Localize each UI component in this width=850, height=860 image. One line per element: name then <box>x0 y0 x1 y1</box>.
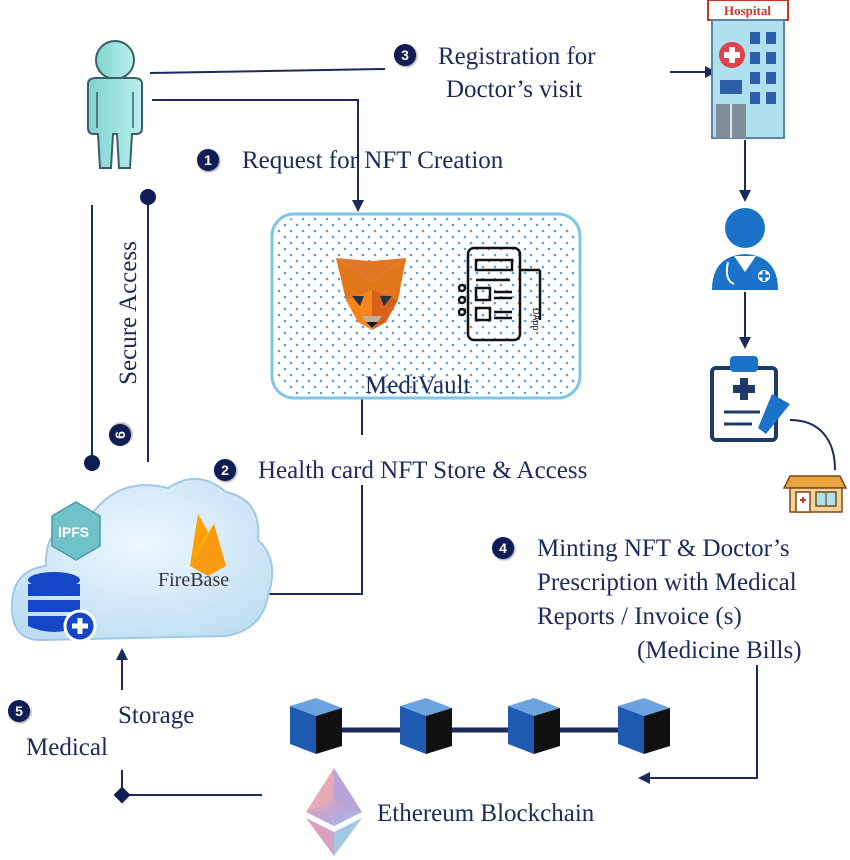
health-card-label: Health card NFT Store & Access <box>258 457 588 484</box>
registration-label-line2: Doctor’s visit <box>446 76 583 103</box>
ethereum-blockchain-label: Ethereum Blockchain <box>377 800 595 827</box>
firebase-label: FireBase <box>158 569 229 591</box>
patient-to-registration-line <box>149 68 386 74</box>
secure-access-dot-top <box>140 189 156 205</box>
blockchain-icon <box>290 698 670 754</box>
pharmacy-icon <box>782 475 848 513</box>
ethereum-icon <box>306 768 362 856</box>
connectors <box>91 66 836 796</box>
block-3 <box>508 698 560 754</box>
minting-label-line3: Reports / Invoice (s) <box>537 603 742 630</box>
step-badge-4: 4 <box>492 537 514 559</box>
minting-label-line2: Prescription with Medical <box>537 569 797 596</box>
block-4 <box>618 698 670 754</box>
request-nft-label: Request for NFT Creation <box>242 147 504 174</box>
dapp-label: DApp <box>531 308 541 331</box>
step-badge-1: 1 <box>197 149 219 171</box>
clipboard-icon <box>710 356 790 442</box>
hospital-sign-label: Hospital <box>724 3 771 18</box>
ipfs-label: IPFS <box>58 524 89 540</box>
block-2 <box>400 698 452 754</box>
step-badge-3: 3 <box>394 44 416 66</box>
step-badge-2: 2 <box>214 459 236 481</box>
block-1 <box>290 698 342 754</box>
medical-label: Medical <box>26 734 108 761</box>
firebase-icon <box>190 514 226 576</box>
medical-storage-line <box>121 770 262 796</box>
minting-label-line4: (Medicine Bills) <box>637 637 802 664</box>
hospital-icon <box>707 0 789 139</box>
store-to-firebase-arrow <box>256 485 363 600</box>
dapp-icon <box>457 246 542 342</box>
metamask-fox-icon <box>336 258 406 330</box>
database-icon <box>28 572 97 643</box>
patient-to-medivault-arrow <box>152 99 364 212</box>
patient-icon <box>87 40 143 169</box>
secure-access-label: Secure Access <box>115 241 142 385</box>
minting-label-line1: Minting NFT & Doctor’s <box>537 535 790 562</box>
doctor-icon <box>712 208 778 290</box>
minting-to-blockchain-arrow <box>638 665 758 784</box>
registration-label-line1: Registration for <box>438 43 596 70</box>
storage-label: Storage <box>118 702 195 729</box>
step-badge-5: 5 <box>8 700 30 722</box>
step-badge-6: 6 <box>109 424 131 446</box>
cloud-icon <box>10 477 274 642</box>
secure-access-dot-bottom <box>84 455 100 471</box>
medivault-box <box>270 212 582 400</box>
ipfs-icon <box>51 501 101 561</box>
medical-storage-diamond <box>113 786 131 804</box>
clipboard-to-pharmacy-curve <box>789 419 836 471</box>
medivault-label: MediVault <box>365 372 471 399</box>
